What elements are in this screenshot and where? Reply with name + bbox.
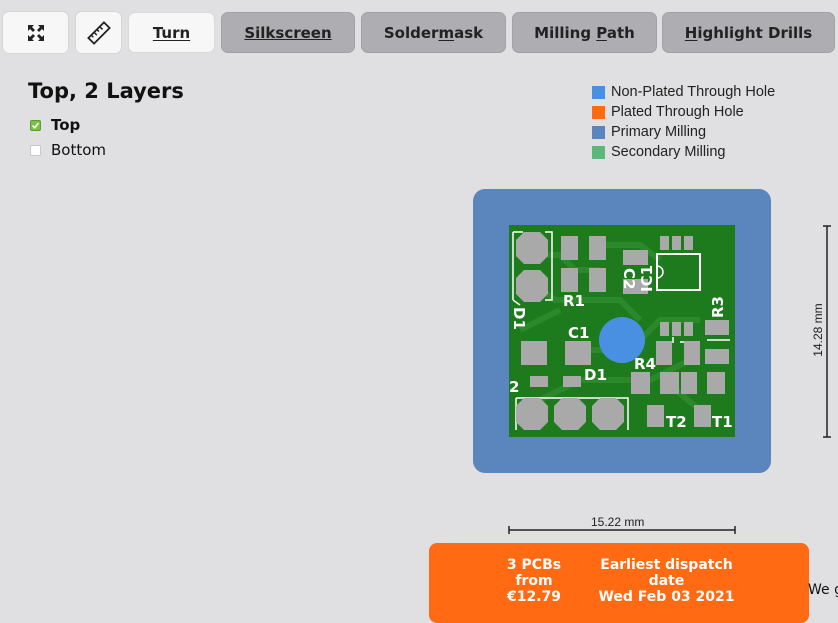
svg-text:D1: D1 [510, 307, 528, 330]
svg-text:D1: D1 [584, 366, 607, 384]
expand-icon [27, 24, 44, 41]
width-dimension [508, 526, 736, 534]
height-dimension [823, 225, 831, 438]
measure-button[interactable] [75, 11, 122, 54]
legend-item-secondary-milling: Secondary Milling [592, 142, 775, 162]
svg-text:T1: T1 [712, 413, 733, 431]
silkscreen-label: Silkscreen [244, 23, 332, 42]
svg-text:T2: T2 [666, 413, 687, 431]
npth-hole [599, 317, 645, 363]
legend-item-npth: Non-Plated Through Hole [592, 82, 775, 102]
svg-text:2: 2 [509, 378, 519, 396]
silk-labels: R1 C1 D1 R4 T2 T1 C2 IC1 R3 D1 2 [509, 265, 733, 431]
layer-bottom-checkbox[interactable] [30, 144, 41, 156]
svg-text:R3: R3 [709, 296, 727, 318]
svg-text:C2: C2 [620, 268, 638, 289]
soldermask-label: Soldermask [383, 23, 484, 42]
legend: Non-Plated Through Hole Plated Through H… [592, 82, 775, 162]
order-price: 3 PCBs from €12.79 [506, 557, 562, 605]
highlight-drills-button[interactable]: Highlight Drills [662, 12, 835, 53]
order-summary[interactable]: 3 PCBs from €12.79 Earliest dispatch dat… [429, 543, 809, 623]
svg-text:R4: R4 [634, 355, 656, 373]
legend-label-primary-milling: Primary Milling [611, 124, 707, 140]
layer-bottom-label: Bottom [51, 141, 107, 159]
view-title: Top, 2 Layers [28, 79, 184, 103]
layer-top-label: Top [51, 116, 81, 134]
legend-item-primary-milling: Primary Milling [592, 122, 775, 142]
silkscreen-button[interactable]: Silkscreen [221, 12, 355, 53]
expand-button[interactable] [2, 11, 69, 54]
soldermask-button[interactable]: Soldermask [361, 12, 506, 53]
highlight-drills-label: Highlight Drills [684, 23, 813, 42]
legend-swatch-secondary-milling [592, 145, 605, 159]
turn-button[interactable]: Turn [128, 12, 215, 53]
pads [516, 232, 729, 430]
svg-text:R1: R1 [563, 292, 585, 310]
legend-swatch-primary-milling [592, 125, 605, 139]
milling-path-label: Milling Path [534, 23, 635, 42]
turn-label: Turn [152, 23, 191, 42]
width-dimension-label: 15.22 mm [591, 515, 645, 529]
height-dimension-label: 14.28 mm [811, 303, 825, 357]
milling-path-button[interactable]: Milling Path [512, 12, 657, 53]
svg-text:IC1: IC1 [638, 265, 656, 292]
layer-top-checkbox[interactable] [30, 119, 41, 131]
pcb-preview[interactable]: R1 C1 D1 R4 T2 T1 C2 IC1 R3 D1 2 [0, 0, 838, 609]
layer-top-option[interactable]: Top [30, 116, 80, 134]
ruler-icon [86, 20, 111, 45]
legend-label-pth: Plated Through Hole [611, 104, 744, 120]
legend-item-pth: Plated Through Hole [592, 102, 775, 122]
legend-swatch-pth [592, 105, 605, 119]
legend-label-secondary-milling: Secondary Milling [611, 144, 726, 160]
legend-swatch-npth [592, 85, 605, 99]
side-info-text: We g [808, 582, 838, 598]
order-dispatch: Earliest dispatch date Wed Feb 03 2021 [598, 557, 735, 605]
svg-text:C1: C1 [568, 324, 589, 342]
check-icon [31, 122, 40, 129]
layer-bottom-option[interactable]: Bottom [30, 141, 106, 159]
legend-label-npth: Non-Plated Through Hole [611, 84, 776, 100]
